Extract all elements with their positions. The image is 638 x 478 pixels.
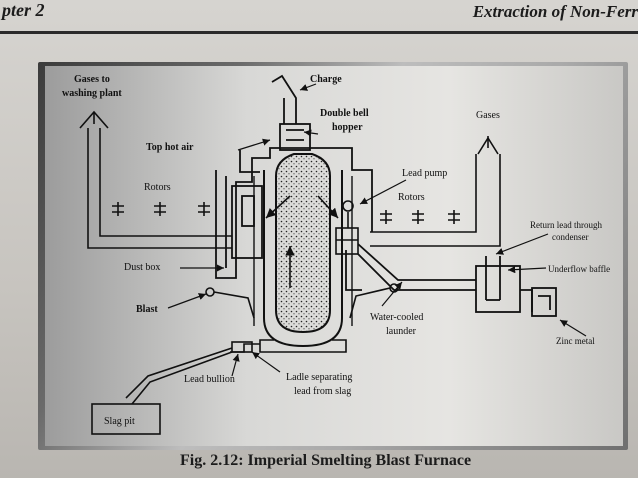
rotors-right-symbols [380, 210, 460, 224]
label-rotors-right: Rotors [398, 192, 425, 203]
label-ladle-line1: Ladle separating [286, 372, 352, 383]
label-lead-bullion: Lead bullion [184, 374, 235, 385]
label-gases-to-washing-line1: Gases to [74, 74, 110, 85]
label-slag-pit: Slag pit [104, 416, 135, 427]
label-top-hot-air: Top hot air [146, 142, 194, 153]
lead-pump-unit [335, 200, 359, 255]
furnace-shaft [253, 153, 353, 353]
label-underflow-baffle: Underflow baffle [548, 264, 610, 274]
label-rotors-left: Rotors [144, 182, 171, 193]
label-charge: Charge [310, 74, 342, 85]
label-double-bell-line2: hopper [332, 122, 363, 133]
figure-caption: Fig. 2.12: Imperial Smelting Blast Furna… [180, 452, 472, 469]
right-gas-duct [370, 136, 501, 247]
double-bell-hopper [271, 74, 311, 151]
label-water-cooled-line2: launder [386, 326, 417, 337]
running-head-title: Extraction of Non-Ferr [472, 2, 638, 21]
slag-pit-box [91, 403, 161, 435]
label-gases-to-washing-line2: washing plant [62, 88, 122, 99]
label-blast: Blast [136, 304, 158, 315]
label-gases: Gases [476, 110, 500, 121]
label-ladle-line2: lead from slag [294, 386, 351, 397]
label-zinc-metal: Zinc metal [556, 336, 595, 346]
header-rule [0, 31, 638, 34]
chapter-label: pter 2 [2, 0, 45, 20]
label-water-cooled-line1: Water-cooled [370, 312, 423, 323]
label-return-lead-line2: condenser [552, 232, 588, 242]
separator-baffle [475, 256, 557, 317]
leader-lines [167, 83, 587, 377]
label-dust-box: Dust box [124, 262, 160, 273]
label-double-bell-line1: Double bell [320, 108, 369, 119]
water-cooled-launder [357, 243, 476, 291]
page-header: pter 2 Extraction of Non-Ferr [0, 0, 638, 30]
rotors-left-symbols [112, 202, 210, 216]
left-gas-duct [79, 110, 232, 249]
label-lead-pump: Lead pump [402, 168, 447, 179]
slag-taphole-and-launder [125, 341, 260, 405]
label-return-lead-line1: Return lead through [530, 220, 602, 230]
